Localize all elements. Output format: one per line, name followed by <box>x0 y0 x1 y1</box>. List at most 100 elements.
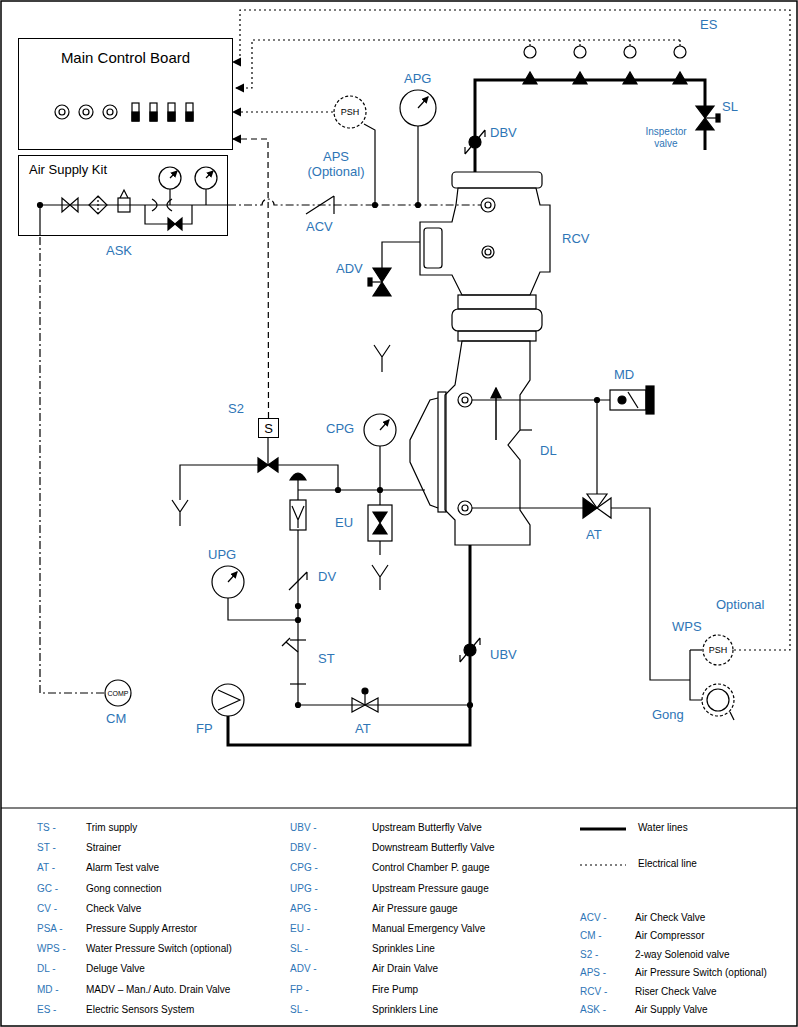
component-label: MD <box>614 368 634 383</box>
legend-description: Check Valve <box>86 903 141 915</box>
legend-description: Trim supply <box>86 822 137 834</box>
component-label: APG - <box>290 903 317 915</box>
component-label: GC - <box>37 883 58 895</box>
component-label: ES <box>700 18 717 33</box>
component-label: CM <box>106 712 126 727</box>
air-line <box>228 199 481 205</box>
node-text: PSH <box>341 107 360 117</box>
legend-sample <box>580 828 626 831</box>
component-label: CM - <box>580 930 602 942</box>
component-label: DBV <box>490 126 517 141</box>
component-label: S2 - <box>580 949 598 961</box>
component-label: RCV - <box>580 986 607 998</box>
component-label: UBV <box>490 648 517 663</box>
alarm-test-valve <box>472 400 734 720</box>
switch-circle: PSH <box>333 95 367 129</box>
legend-description: Gong connection <box>86 883 162 895</box>
component-label: Optional <box>716 598 764 613</box>
legend-description: Air Pressure Switch (optional) <box>635 967 767 979</box>
legend-description: Strainer <box>86 842 121 854</box>
legend-description: Air Drain Valve <box>372 963 438 975</box>
legend-description: Upstream Pressure gauge <box>372 883 489 895</box>
component-label: S2 <box>228 402 244 417</box>
component-label: CV - <box>37 903 57 915</box>
signal-connector <box>233 111 333 112</box>
component-label: SL - <box>290 1004 308 1016</box>
board-controls <box>55 103 193 121</box>
air-supply-kit-parts <box>38 167 229 236</box>
legend-description: Air Check Valve <box>635 912 705 924</box>
fire-pump-main <box>212 545 480 745</box>
signal-connector <box>233 10 790 650</box>
component-label: FP - <box>290 984 309 996</box>
component-label: CPG <box>326 422 354 437</box>
component-box: Main Control Board <box>18 38 233 150</box>
component-label: ES - <box>37 1004 56 1016</box>
cpg-eu <box>364 414 396 590</box>
component-box: S <box>258 418 279 438</box>
node-text: COMP <box>108 690 129 697</box>
air-instruments <box>364 90 436 208</box>
dbv-check-valve <box>465 130 485 154</box>
component-label: UPG - <box>290 883 318 895</box>
component-label: AT <box>586 528 602 543</box>
component-label: WPS - <box>37 943 66 955</box>
component-label: ST - <box>37 842 56 854</box>
legend-description: Manual Emergency Valve <box>372 923 485 935</box>
component-label: DBV - <box>290 842 317 854</box>
component-label: APS (Optional) <box>300 150 372 180</box>
component-label: Inspector valve <box>640 126 692 149</box>
adv-drain-valve <box>368 242 420 372</box>
legend-divider <box>1 807 797 808</box>
md-drain-valve <box>472 386 654 414</box>
component-label: ACV <box>306 220 333 235</box>
legend-description: Control Chamber P. gauge <box>372 862 490 874</box>
component-label: PSA - <box>37 923 63 935</box>
component-label: UPG <box>208 548 236 563</box>
component-label: EU <box>335 516 353 531</box>
component-label: APS - <box>580 967 606 979</box>
component-box: Air Supply Kit <box>18 155 228 236</box>
acv-check-valve <box>306 196 334 214</box>
component-label: ST <box>318 652 335 667</box>
component-label: ADV <box>336 262 363 277</box>
legend-description: Deluge Valve <box>86 963 145 975</box>
component-label: ASK - <box>580 1004 606 1016</box>
legend-text: Water lines <box>638 822 688 834</box>
component-label: Gong <box>652 708 684 723</box>
signal-connector <box>40 236 104 693</box>
supply-trim <box>212 473 473 712</box>
component-label: DL <box>540 444 557 459</box>
legend-description: Pressure Supply Arrestor <box>86 923 197 935</box>
legend-sample <box>580 864 626 865</box>
legend-description: 2-way Solenoid valve <box>635 949 730 961</box>
legend-description: Upstream Butterfly Valve <box>372 822 482 834</box>
component-label: DL - <box>37 963 56 975</box>
switch-circle: COMP <box>104 679 132 707</box>
legend-description: Water Pressure Switch (optional) <box>86 943 232 955</box>
component-label: EU - <box>290 923 310 935</box>
legend-description: Air Supply Valve <box>635 1004 708 1016</box>
legend-description: Electric Sensors System <box>86 1004 194 1016</box>
component-label: WPS <box>672 620 702 635</box>
component-label: FP <box>196 722 213 737</box>
sprinkler-line <box>475 72 720 172</box>
signal-connector <box>233 139 269 418</box>
component-label: UBV - <box>290 822 317 834</box>
riser-check-valve-body <box>420 172 550 341</box>
legend-text: Electrical line <box>638 858 697 870</box>
component-label: AT <box>355 722 371 737</box>
legend-description: MADV – Man./ Auto. Drain Valve <box>86 984 230 996</box>
component-label: RCV <box>562 232 589 247</box>
legend-description: Riser Check Valve <box>635 986 717 998</box>
component-label: ADV - <box>290 963 317 975</box>
legend-description: Air Pressure gauge <box>372 903 458 915</box>
deluge-valve-body <box>410 341 532 545</box>
component-label: DV <box>318 570 336 585</box>
component-label: ASK <box>106 244 132 259</box>
node-text: S <box>264 421 273 436</box>
component-label: TS - <box>37 822 56 834</box>
component-label: ACV - <box>580 912 607 924</box>
legend-description: Fire Pump <box>372 984 418 996</box>
